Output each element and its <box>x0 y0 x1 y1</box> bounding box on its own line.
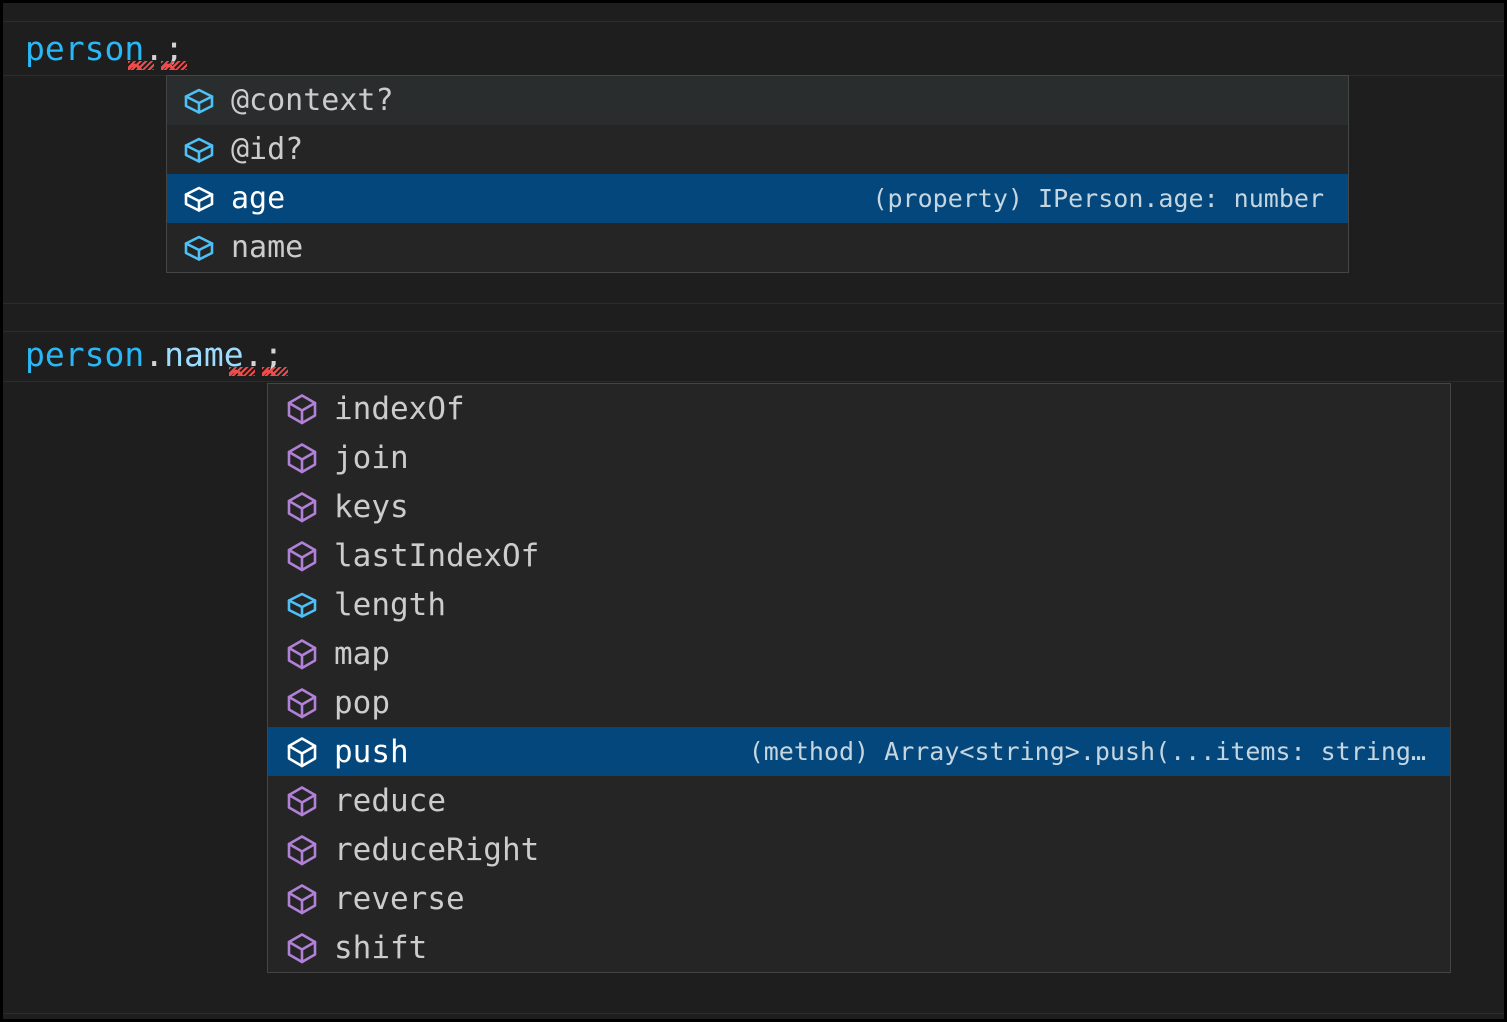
suggestion-item[interactable]: join <box>268 433 1450 482</box>
suggestion-item[interactable]: name <box>167 223 1348 272</box>
method-cube-icon <box>282 389 322 429</box>
code-line-person-name[interactable]: person.name.; <box>25 335 283 375</box>
method-cube-icon <box>282 781 322 821</box>
property-cube-icon <box>179 179 219 219</box>
error-squiggle-icon <box>128 61 154 72</box>
suggestion-item-label: map <box>334 635 390 672</box>
property-cube-icon <box>179 228 219 268</box>
code-token-punctuation: . <box>144 29 165 68</box>
code-token-variable: person <box>25 29 145 68</box>
suggestion-item-label: shift <box>334 929 428 966</box>
suggestion-item[interactable]: lastIndexOf <box>268 531 1450 580</box>
method-cube-icon <box>282 683 322 723</box>
suggestion-item-label: reduceRight <box>334 831 540 868</box>
code-token-punctuation: . <box>144 335 165 374</box>
code-token-variable: person <box>25 335 145 374</box>
suggestion-item[interactable]: push (method) Array<string>.push(...items… <box>268 727 1450 776</box>
suggestion-item-label: length <box>334 586 446 623</box>
suggestion-item[interactable]: reverse <box>268 874 1450 923</box>
method-cube-icon <box>282 879 322 919</box>
suggestion-item[interactable]: reduceRight <box>268 825 1450 874</box>
suggestion-widget-array[interactable]: indexOf join keys lastIndexOf length map pop pu… <box>267 383 1451 973</box>
suggestion-item[interactable]: indexOf <box>268 384 1450 433</box>
code-token-punctuation: ; <box>263 335 284 374</box>
editor-rule <box>3 303 1504 304</box>
method-cube-icon <box>282 634 322 674</box>
suggestion-item-label: reverse <box>334 880 465 917</box>
suggestion-item[interactable]: pop <box>268 678 1450 727</box>
suggestion-item-label: name <box>231 229 304 265</box>
suggestion-item[interactable]: reduce <box>268 776 1450 825</box>
editor-rule <box>3 381 1504 382</box>
suggestion-item[interactable]: shift <box>268 923 1450 972</box>
suggestion-item[interactable]: length <box>268 580 1450 629</box>
suggestion-item-detail: (method) Array<string>.push(...items: st… <box>748 736 1426 766</box>
error-squiggle-icon <box>262 367 288 378</box>
suggestion-item-label: keys <box>334 488 409 525</box>
suggestion-item[interactable]: @id? <box>167 125 1348 174</box>
error-squiggle-icon <box>229 367 255 378</box>
code-line-person[interactable]: person.; <box>25 29 184 69</box>
suggestion-item-label: push <box>334 733 409 770</box>
editor-surface[interactable]: person.; person.name.; @context?@id?age(… <box>3 3 1504 1019</box>
property-cube-icon <box>282 585 322 625</box>
suggestion-item-label: age <box>231 180 286 216</box>
suggestion-item-label: reduce <box>334 782 446 819</box>
suggestion-item[interactable]: map <box>268 629 1450 678</box>
suggestion-item-label: lastIndexOf <box>334 537 540 574</box>
suggestion-item-label: pop <box>334 684 390 721</box>
method-cube-icon <box>282 928 322 968</box>
editor-rule <box>3 1013 1504 1014</box>
method-cube-icon <box>282 732 322 772</box>
suggestion-item-detail: (property) IPerson.age: number <box>872 183 1324 213</box>
code-token-punctuation: . <box>243 335 264 374</box>
method-cube-icon <box>282 830 322 870</box>
suggestion-widget-person[interactable]: @context? @id? age (property) IPerson.age: … <box>166 75 1349 273</box>
editor-rule <box>3 21 1504 22</box>
method-cube-icon <box>282 487 322 527</box>
suggestion-item-label: indexOf <box>334 390 465 427</box>
suggestion-item-label: @id? <box>231 131 304 167</box>
property-cube-icon <box>179 130 219 170</box>
error-squiggle-icon <box>161 61 187 72</box>
suggestion-item[interactable]: age (property) IPerson.age: number <box>167 174 1348 223</box>
editor-rule <box>3 331 1504 332</box>
method-cube-icon <box>282 438 322 478</box>
suggestion-item-label: join <box>334 439 409 476</box>
suggestion-item[interactable]: keys <box>268 482 1450 531</box>
suggestion-item-label: @context? <box>231 82 394 118</box>
property-cube-icon <box>179 81 219 121</box>
code-token-punctuation: ; <box>164 29 184 68</box>
method-cube-icon <box>282 536 322 576</box>
suggestion-item[interactable]: @context? <box>167 76 1348 125</box>
